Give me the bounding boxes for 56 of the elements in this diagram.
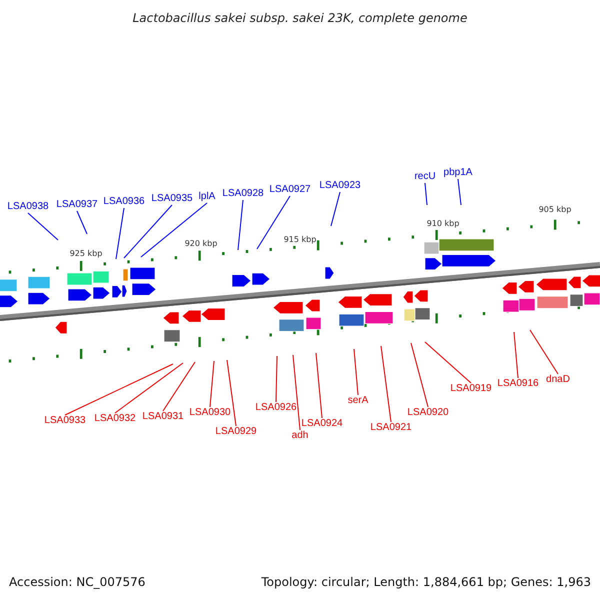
gene-label: serA (348, 396, 368, 406)
leader-line (424, 342, 472, 384)
scale-label: 920 kbp (184, 240, 218, 248)
gene-label: LSA0929 (215, 427, 257, 437)
leader-line (28, 212, 58, 240)
leader-line (124, 204, 172, 258)
leader-line (530, 330, 558, 374)
scale-label: 910 kbp (426, 220, 460, 228)
leader-line (458, 178, 462, 206)
leader-line (140, 202, 208, 258)
gene-label: LSA0919 (450, 384, 492, 394)
leader-line (64, 364, 174, 416)
gene-label: LSA0916 (497, 379, 539, 389)
leader-line (114, 362, 184, 414)
leader-line (76, 210, 88, 234)
leader-line (424, 182, 428, 206)
gene-label: LSA0936 (103, 197, 145, 207)
gene-label: LSA0935 (151, 194, 193, 204)
gene-label: LSA0931 (142, 412, 184, 422)
leader-line (116, 208, 124, 260)
leader-line (162, 362, 196, 412)
leader-line (316, 352, 322, 418)
gene-label: LSA0923 (319, 181, 361, 191)
gene-label: LSA0924 (301, 419, 343, 429)
scale-label: 905 kbp (538, 206, 572, 214)
leader-line (380, 346, 392, 422)
gene-label: lplA (198, 192, 216, 202)
info-text: Accession: NC_007576 (9, 576, 146, 588)
leader-line (354, 348, 358, 396)
gene-label: LSA0920 (407, 408, 449, 418)
gene-label: LSA0932 (94, 414, 136, 424)
gene-label: LSA0933 (44, 416, 86, 426)
scale-label: 915 kbp (284, 236, 316, 244)
gene-label: pbp1A (444, 168, 472, 178)
gene-label: adh (292, 431, 308, 441)
gene-label: LSA0927 (269, 185, 311, 195)
gene-label: LSA0926 (255, 403, 297, 413)
gene-label: LSA0937 (56, 200, 98, 210)
gene-label: LSA0930 (189, 408, 231, 418)
leader-line (226, 360, 236, 426)
leader-line (276, 356, 278, 402)
leader-line (410, 342, 428, 408)
gene-label: dnaD (546, 375, 570, 385)
scale-label: 925 kbp (70, 250, 102, 258)
gene-label: LSA0921 (370, 423, 412, 433)
diagram-title: Lactobacillus sakei subsp. sakei 23K, complete genome (132, 12, 468, 24)
gene-label: recU (414, 172, 436, 182)
info-text: Topology: circular; Length: 1,884,661 bp; Genes: 1,963 (261, 576, 591, 588)
leader-line (330, 192, 340, 226)
leader-line (514, 332, 518, 378)
leader-line (256, 196, 290, 250)
gene-label: LSA0938 (7, 202, 49, 212)
leader-line (238, 200, 244, 250)
leader-line (210, 360, 214, 408)
gene-label: LSA0928 (222, 189, 264, 199)
leader-line (292, 354, 300, 430)
